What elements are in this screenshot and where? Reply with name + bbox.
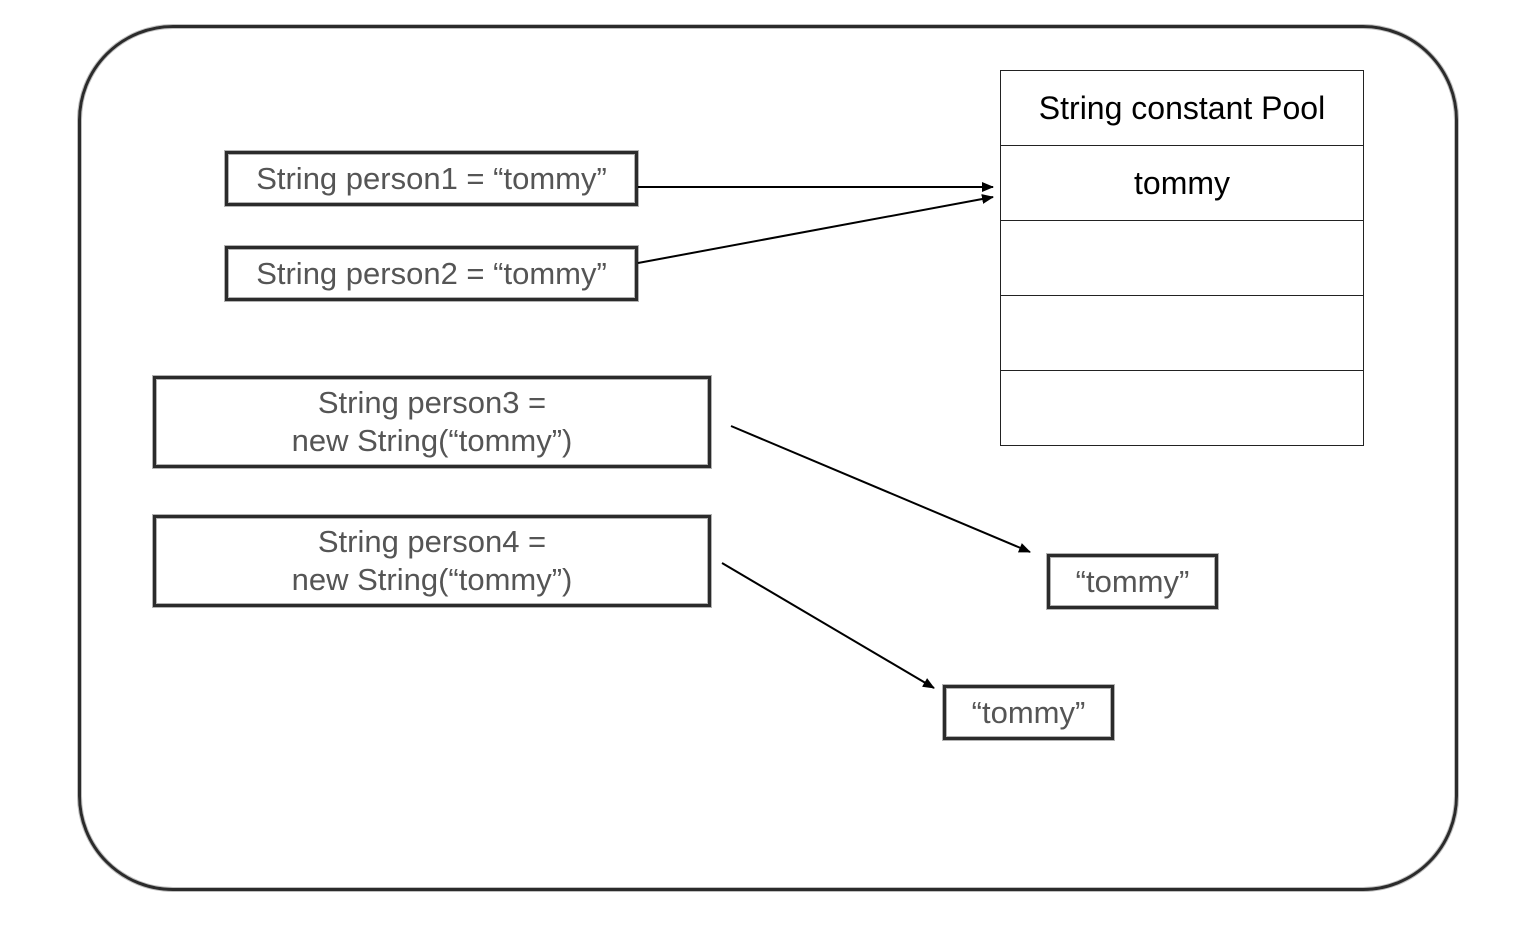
arrow-person2-to-pool xyxy=(637,194,994,264)
heap-object-1-text: “tommy” xyxy=(1075,563,1190,599)
heap-object-1: “tommy” xyxy=(1047,554,1218,609)
person4-declaration-line2: new String(“tommy”) xyxy=(291,562,573,597)
person1-declaration-box: String person1 = “tommy” xyxy=(225,151,638,206)
pool-title: String constant Pool xyxy=(1001,71,1363,146)
heap-object-2: “tommy” xyxy=(943,685,1114,740)
arrow-person4-to-heap xyxy=(721,562,935,689)
person2-declaration-box: String person2 = “tommy” xyxy=(225,246,638,301)
person3-declaration-line2: new String(“tommy”) xyxy=(291,423,573,458)
person4-declaration-line1: String person4 = xyxy=(317,524,547,559)
person3-declaration-line1: String person3 = xyxy=(317,385,547,420)
pool-entry xyxy=(1001,296,1363,371)
person1-declaration-text: String person1 = “tommy” xyxy=(256,160,607,196)
pool-entry: tommy xyxy=(1001,146,1363,221)
arrow-person3-to-heap xyxy=(730,425,1031,553)
heap-object-2-text: “tommy” xyxy=(971,694,1086,730)
person2-declaration-text: String person2 = “tommy” xyxy=(256,255,607,291)
string-constant-pool: String constant Pool tommy xyxy=(1000,70,1364,446)
memory-area-boundary xyxy=(78,25,1458,891)
person3-declaration-box: String person3 = new String(“tommy”) xyxy=(153,376,711,468)
person4-declaration-box: String person4 = new String(“tommy”) xyxy=(153,515,711,607)
pool-entry xyxy=(1001,221,1363,296)
